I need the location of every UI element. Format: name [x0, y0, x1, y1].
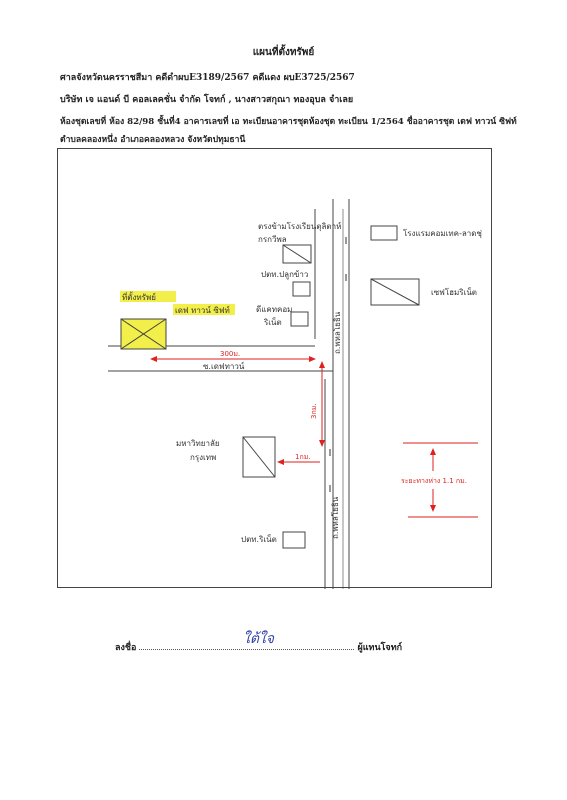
court-case-line: ศาลจังหวัดนครราชสีมา คดีดำผบE3189/2567 ค…	[60, 73, 355, 83]
signature-line: ลงชื่อ ผู้แทนโจทก์	[115, 640, 402, 654]
scale-arrow-head-down	[430, 505, 436, 512]
sign-suffix: ผู้แทนโจทก์	[357, 643, 403, 653]
university-label-line2: กรุงเทพ	[190, 453, 216, 462]
handwritten-signature: ใต้ใจ	[243, 631, 274, 647]
unit-details-line: ห้องชุดเลขที่ ห้อง 82/98 ชั้นที่4 อาคารเ…	[60, 117, 517, 127]
university-diag	[242, 436, 276, 478]
vertical-distance-label: 3กม.	[310, 403, 318, 419]
document-title: แผนที่ตั้งทรัพย์	[252, 47, 315, 58]
scale-arrow-head-up	[430, 448, 436, 455]
landmark-mid-left-1: ปตท.ปลูกข้าว	[261, 270, 308, 280]
landmark-top-right-box	[370, 225, 398, 241]
property-name-label: เดฟ ทาวน์ ซิฟท์	[175, 305, 230, 315]
vertical-arrow-head-top	[319, 361, 325, 368]
landmark-mid-left-3: ริเน็ต	[263, 317, 281, 327]
landmark-bottom-left-box	[282, 531, 306, 549]
lane-arrow-head-left	[150, 356, 157, 362]
lane-distance-label: 300ม.	[220, 350, 240, 358]
university-box	[242, 436, 276, 478]
landmark-mid-left-2-box	[290, 311, 309, 327]
university-label-line1: มหาวิทยาลัย	[176, 439, 220, 448]
parties-line: บริษัท เจ แอนด์ บี คอลเลคชั่น จำกัด โจทก…	[60, 95, 354, 105]
property-label-highlight	[120, 291, 176, 302]
landmark-top-left-box	[282, 244, 312, 264]
landmark-top-left-line2: กรกวีพล	[258, 235, 287, 244]
main-road-label-bottom: ถ.พหลโยธิน	[330, 496, 340, 539]
landmark-bottom-left-label: ปตท.ริเน็ต	[241, 534, 277, 544]
map-drawing: ที่ตั้งทรัพย์ เดฟ ทาวน์ ซิฟท์ 300ม. ซ.เด…	[108, 199, 482, 589]
landmark-mid-left-1-box	[292, 281, 311, 297]
landmark-mid-left-2: ดีแคทคอม	[256, 305, 292, 314]
vertical-arrow-head-bottom	[319, 440, 325, 447]
scale-label: ระยะทางห่าง 1.1 กม.	[401, 477, 467, 485]
location-map: ที่ตั้งทรัพย์ เดฟ ทาวน์ ซิฟท์ 300ม. ซ.เด…	[57, 148, 492, 589]
signature-dots	[139, 641, 355, 650]
property-name-highlight	[173, 304, 235, 315]
location-line: ตำบลคลองหนึ่ง อำเภอคลองหลวง จังหวัดปทุมธ…	[60, 135, 246, 145]
landmark-mid-right-box	[370, 278, 420, 306]
landmark-top-left-line1: ตรงข้ามโรงเรียนตุลิตาห์	[258, 221, 341, 231]
property-cross-b	[120, 318, 167, 350]
main-road-label-top: ถ.พหลโยธิน	[332, 311, 342, 354]
lane-arrow-head-right	[309, 356, 316, 362]
lane-name-label: ซ.เดฟทาวน์	[203, 361, 245, 371]
landmark-mid-right-diag	[370, 278, 420, 306]
small-distance-label: 1กม.	[295, 453, 311, 461]
landmark-top-right-label: โรงแรมคอมเทค-ลาดชุ่	[403, 228, 482, 238]
landmark-top-left-diag	[282, 244, 312, 264]
property-label: ที่ตั้งทรัพย์	[122, 291, 156, 302]
landmark-mid-right-label: เซฟโฮมริเน็ต	[431, 287, 477, 297]
small-arrow-head-left	[277, 459, 284, 465]
sign-prefix: ลงชื่อ	[115, 643, 137, 653]
